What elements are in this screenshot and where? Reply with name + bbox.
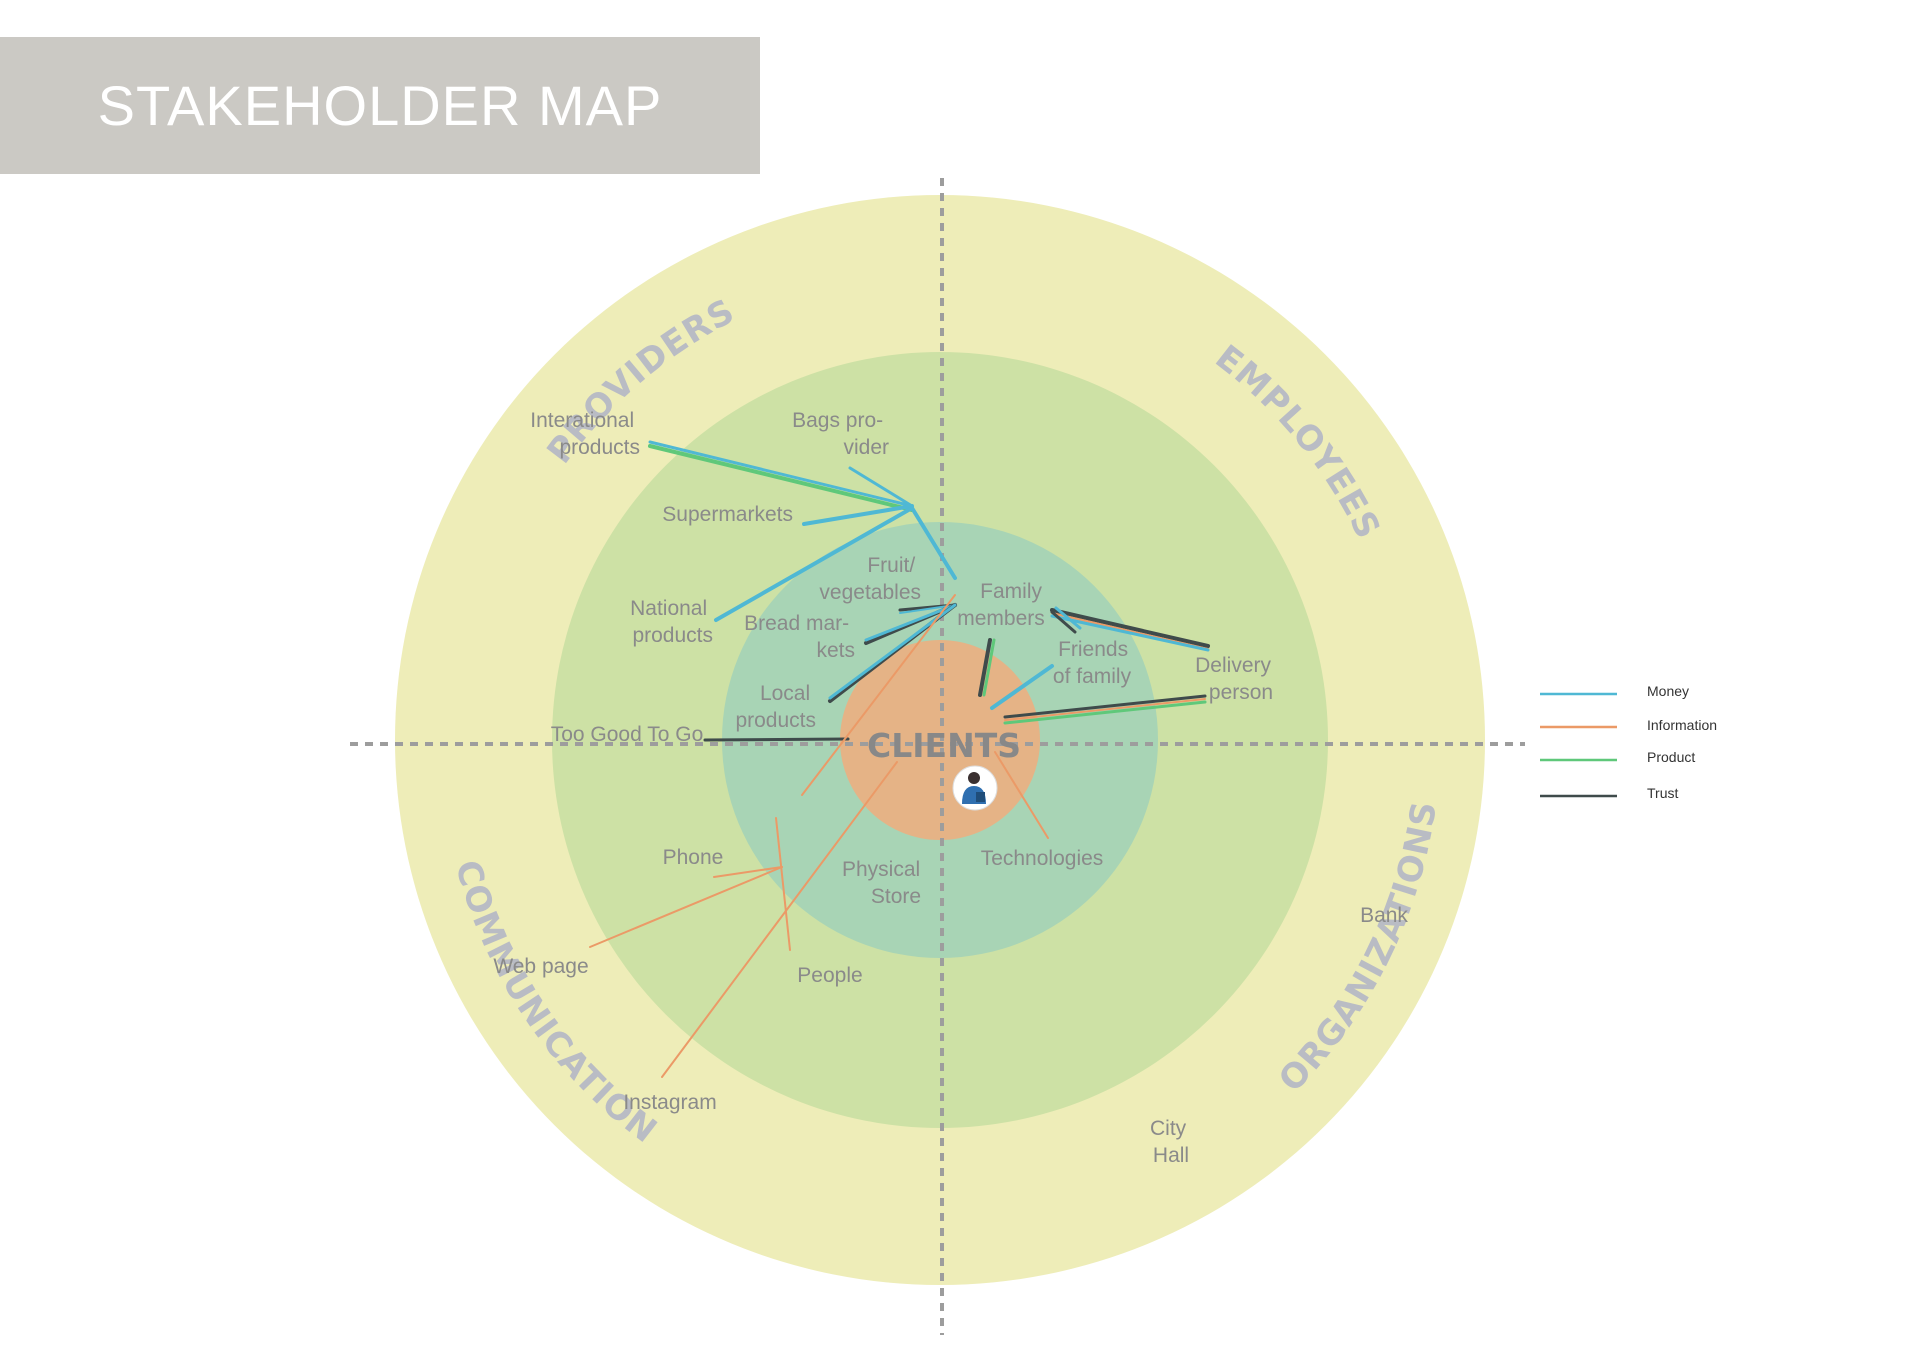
label-family-members: Family members [957,580,1048,630]
svg-text:Trust: Trust [1647,785,1678,801]
connection-lines [589,440,1210,1078]
label-physical-store: Physical Store [842,858,926,908]
label-bank: Bank [1360,904,1408,927]
label-friends-of-family: Friends of family [1053,638,1134,688]
client-person-icon [952,765,998,811]
legend-item-money: Money [1540,683,1689,699]
tgtg-connection [703,737,850,742]
legend-item-information: Information [1540,717,1717,733]
label-phone: Phone [663,846,724,869]
label-bags-provider: Bags pro- vider [792,409,889,459]
label-local-products: Local products [735,682,816,732]
label-city-hall: City Hall [1150,1117,1192,1167]
svg-text:Money: Money [1647,683,1689,699]
stakeholder-labels: Interational products Bags pro- vider Su… [493,409,1408,1167]
legend: Money Information Product Trust [1540,683,1717,801]
svg-text:Information: Information [1647,717,1717,733]
label-technologies: Technologies [981,847,1104,870]
label-people: People [797,964,862,987]
label-too-good-to-go: Too Good To Go [551,723,704,746]
label-bread-markets: Bread mar- kets [744,612,855,662]
legend-item-product: Product [1540,749,1695,765]
title-banner: STAKEHOLDER MAP [0,37,760,174]
provider-connections [648,440,957,703]
label-interational-products: Interational products [530,409,640,459]
label-web-page: Web page [493,955,588,978]
legend-item-trust: Trust [1540,785,1678,801]
center-label-clients: CLIENTS [867,726,1021,765]
employee-connections [978,606,1210,725]
communication-connections [589,594,1049,1078]
svg-text:Product: Product [1647,749,1695,765]
page-title: STAKEHOLDER MAP [97,74,663,137]
label-national-products: National products [630,597,713,647]
label-supermarkets: Supermarkets [662,503,793,526]
label-instagram: Instagram [623,1091,716,1114]
label-delivery-person: Delivery person [1195,654,1277,704]
label-fruit-vegetables: Fruit/ vegetables [819,554,921,604]
